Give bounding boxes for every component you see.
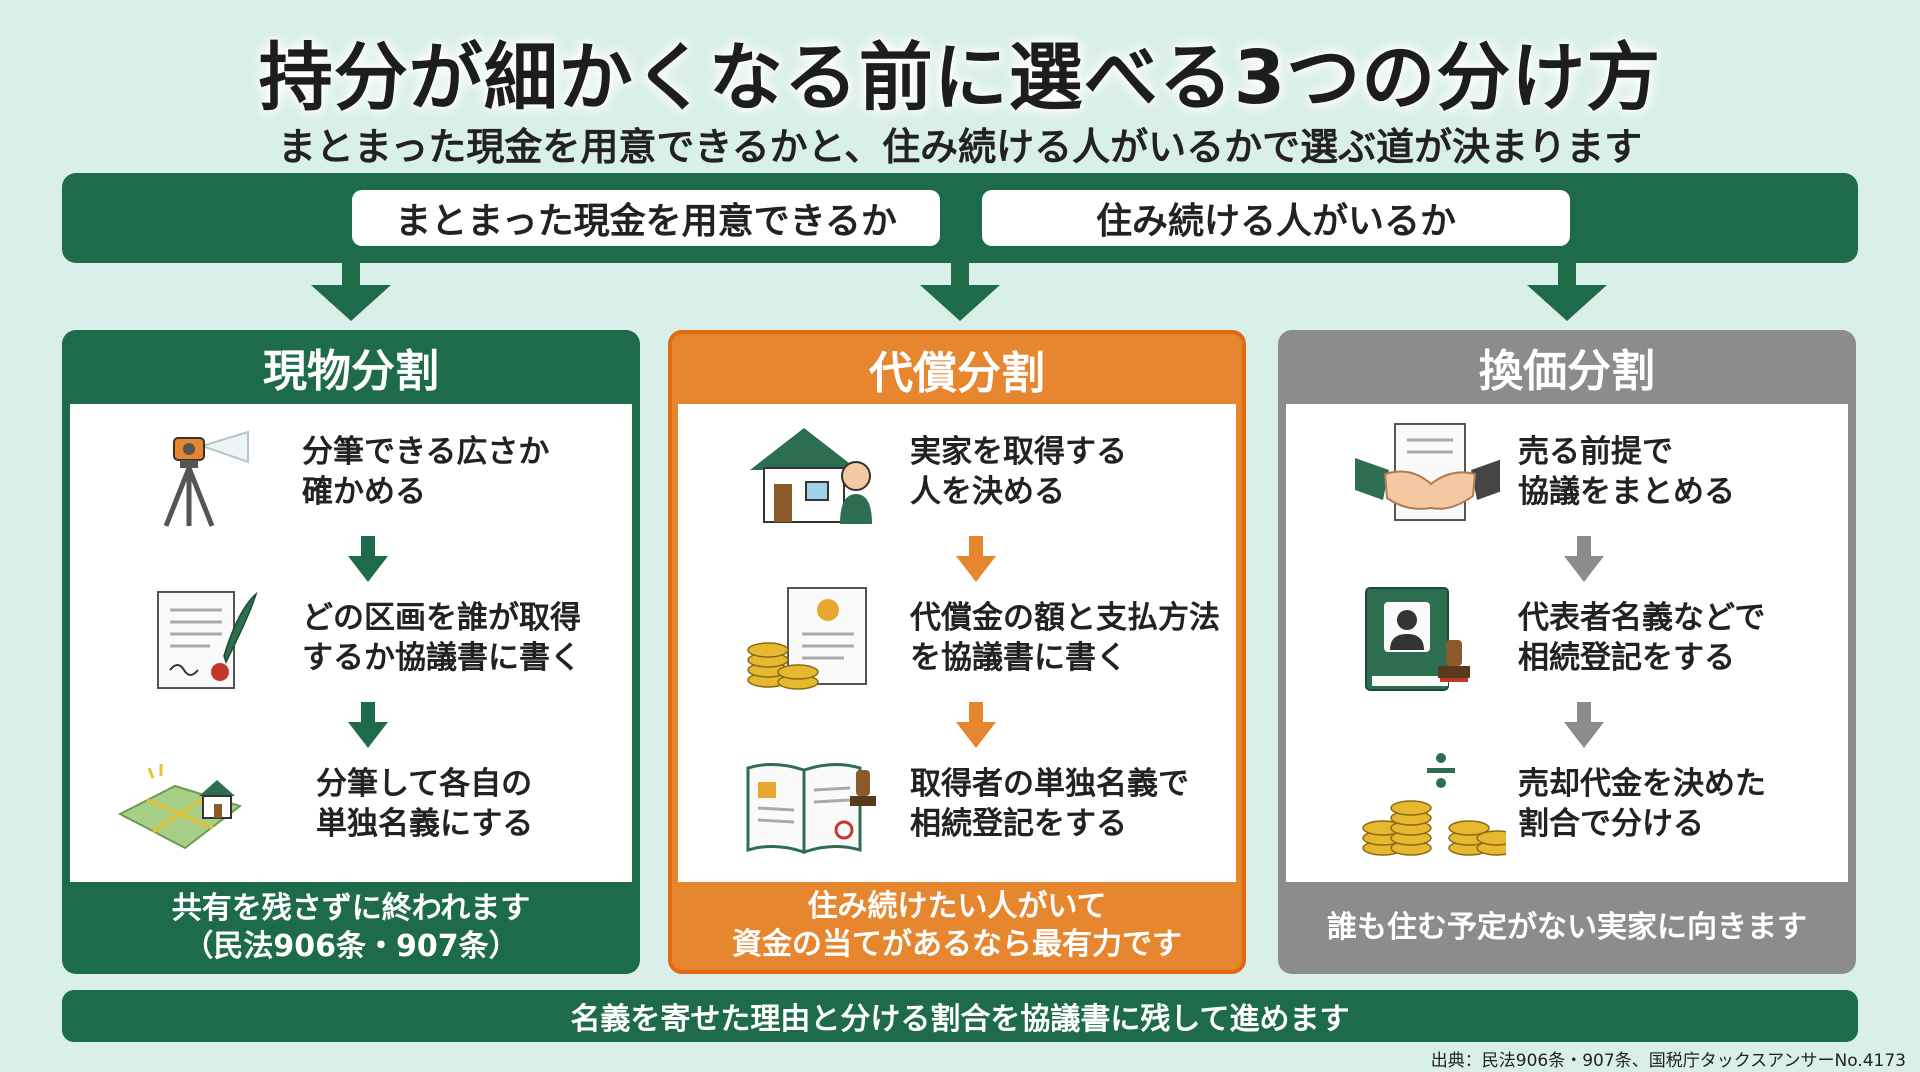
page-subtitle: まとまった現金を用意できるかと、住み続ける人がいるかで選ぶ道が決まります [277, 125, 1643, 169]
divided-land-house-icon [117, 764, 243, 850]
arrow-down-icon [920, 263, 1000, 321]
bottom-note: 名義を寄せた理由と分ける割合を協議書に残して進めます [62, 990, 1858, 1042]
step-text: 割合で分ける [1518, 806, 1704, 842]
representative-book-stamp-icon [1365, 587, 1470, 691]
step-text: 協議をまとめる [1518, 474, 1735, 510]
option-card-kanka: 換価分割 売る前提で 協議をまとめる [1278, 330, 1856, 974]
step-text: 実家を取得する [910, 434, 1127, 470]
step-item: 代償金の額と支払方法 を協議書に書く [678, 584, 1236, 694]
step-item: 取得者の単独名義で 相続登記をする [678, 750, 1236, 860]
step-text: 取得者の単独名義で [910, 766, 1189, 802]
step-text: 相続登記をする [1518, 640, 1735, 676]
step-item: 売却代金を決めた 割合で分ける [1286, 750, 1848, 860]
decision-bar [62, 173, 1858, 263]
step-item: 分筆して各自の 単独名義にする [70, 750, 632, 860]
step-text: 代表者名義などで [1518, 600, 1766, 636]
step-text: どの区画を誰が取得 [302, 600, 581, 636]
step-item: 実家を取得する 人を決める [678, 418, 1236, 528]
step-text: 単独名義にする [316, 806, 534, 842]
step-text: を協議書に書く [910, 640, 1127, 676]
option-steps: 実家を取得する 人を決める 代償金の額と支払方法 を協議書に書く [678, 404, 1236, 882]
step-text: 分筆できる広さか [302, 434, 550, 470]
handshake-contract-icon [1355, 423, 1500, 521]
option-card-daisho: 代償分割 実家を取得する 人を決める [668, 330, 1246, 974]
option-footer: 共有を残さずに終われます （民法906条・907条） [62, 882, 640, 974]
arrow-down-icon [956, 536, 996, 582]
signed-document-quill-icon [157, 591, 258, 689]
surveying-instrument-icon [163, 430, 249, 527]
footer-line: 共有を残さずに終われます [171, 891, 531, 926]
step-text: 売る前提で [1518, 434, 1673, 470]
arrow-down-icon [1564, 702, 1604, 748]
option-footer: 住み続けたい人がいて 資金の当てがあるなら最有力です [672, 882, 1242, 970]
arrow-down-icon [956, 702, 996, 748]
arrow-down-icon [348, 536, 388, 582]
option-steps: 分筆できる広さか 確かめる どの区画を誰が取得 するか協議書に書く [70, 404, 632, 882]
step-text: 人を決める [910, 474, 1065, 510]
register-book-stamp-icon [746, 763, 876, 855]
option-card-genbutsu: 現物分割 分筆できる広さか 確かめる [62, 330, 640, 974]
step-item: どの区画を誰が取得 するか協議書に書く [70, 584, 632, 694]
arrow-down-icon [348, 702, 388, 748]
house-person-icon [750, 428, 872, 524]
option-steps: 売る前提で 協議をまとめる 代表者名義などで 相続登記をする [1286, 404, 1848, 882]
footer-line: 住み続けたい人がいて [807, 889, 1107, 924]
step-item: 代表者名義などで 相続登記をする [1286, 584, 1848, 694]
footer-line: 資金の当てがあるなら最有力です [732, 927, 1182, 962]
arrow-down-icon [1527, 263, 1607, 321]
divide-coins-icon [1362, 753, 1506, 856]
step-text: 分筆して各自の [316, 766, 533, 802]
arrow-down-icon [311, 263, 391, 321]
arrow-down-icon [1564, 536, 1604, 582]
footer-line: 誰も住む予定がない実家に向きます [1327, 910, 1807, 945]
step-text: 売却代金を決めた [1518, 766, 1766, 802]
source-note: 出典：民法906条・907条、国税庁タックスアンサーNo.4173 [1430, 1051, 1906, 1071]
step-text: 代償金の額と支払方法 [910, 600, 1220, 636]
question-cash: まとまった現金を用意できるか [352, 190, 940, 246]
option-title: 換価分割 [1479, 346, 1655, 397]
page-title: 持分が細かくなる前に選べる3つの分け方 [258, 35, 1662, 121]
step-text: 相続登記をする [910, 806, 1127, 842]
option-title: 代償分割 [869, 348, 1045, 399]
footer-line: （民法906条・907条） [183, 929, 519, 964]
step-text: するか協議書に書く [302, 640, 581, 676]
step-item: 売る前提で 協議をまとめる [1286, 418, 1848, 528]
question-resident: 住み続ける人がいるか [982, 190, 1570, 246]
step-item: 分筆できる広さか 確かめる [70, 418, 632, 528]
step-text: 確かめる [302, 474, 426, 510]
option-title: 現物分割 [263, 346, 439, 397]
coins-invoice-icon [747, 587, 867, 690]
option-footer: 誰も住む予定がない実家に向きます [1278, 882, 1856, 974]
